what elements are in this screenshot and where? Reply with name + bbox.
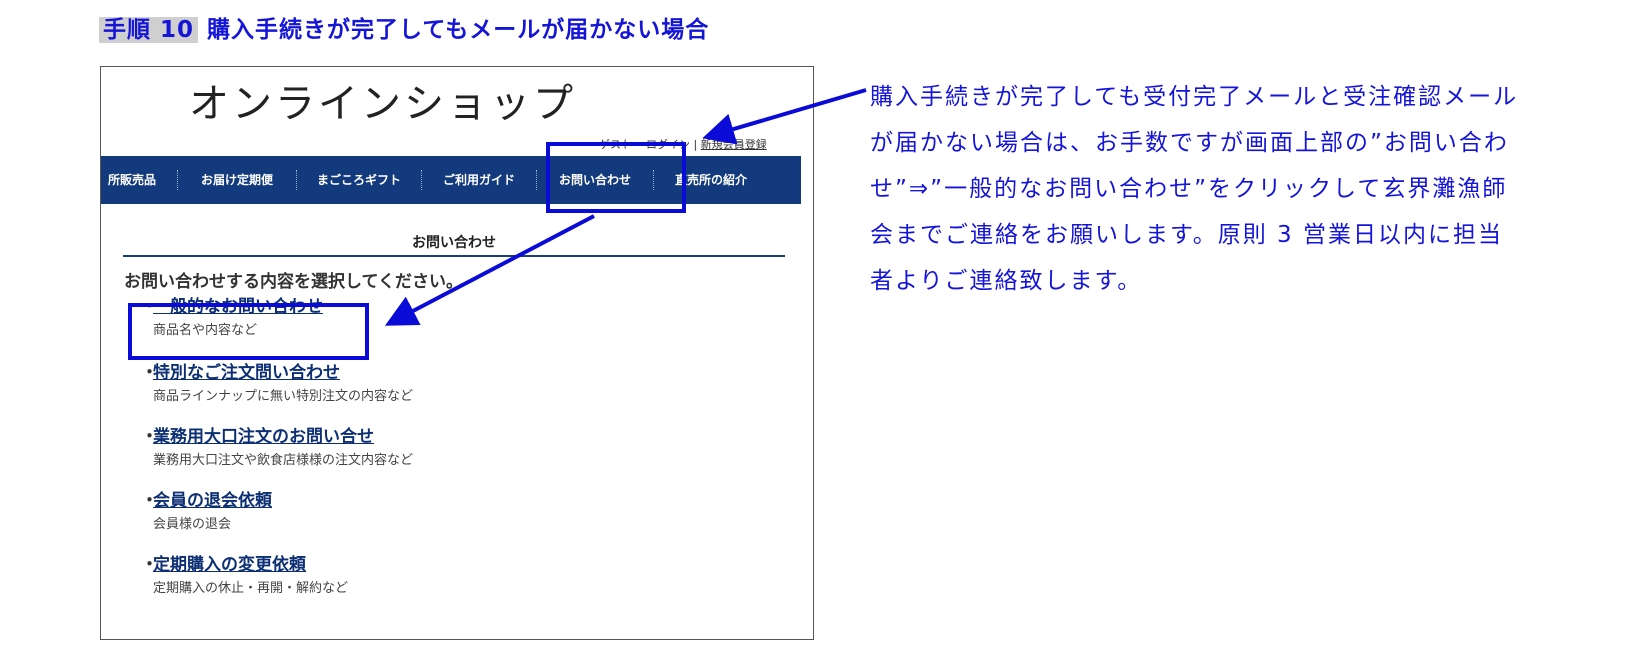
highlight-general-inquiry (128, 303, 369, 360)
inquiry-link-withdraw[interactable]: 会員の退会依頼 (141, 486, 461, 511)
inquiry-item-general: 一般的なお問い合わせ 商品名や内容など (141, 292, 461, 338)
inquiry-desc-special-order: 商品ラインナップに無い特別注文の内容など (153, 389, 414, 404)
inquiry-item-subscription-change: 定期購入の変更依頼 定期購入の休止・再開・解約など (141, 550, 461, 596)
inquiry-item-bulk-order: 業務用大口注文のお問い合せ 業務用大口注文や飲食店様様の注文内容など (141, 422, 461, 468)
nav-item-contact[interactable]: お問い合わせ (537, 170, 654, 190)
shop-screenshot: オンラインショップ ゲスト ログイン | 新規会員登録 所販売品 お届け定期便 … (100, 66, 814, 640)
inquiry-link-bulk-order[interactable]: 業務用大口注文のお問い合せ (141, 422, 461, 447)
instruction-callout: 購入手続きが完了しても受付完了メールと受注確認メールが届かない場合は、お手数です… (870, 84, 1519, 294)
highlight-contact-nav (546, 142, 686, 213)
nav-item-guide[interactable]: ご利用ガイド (422, 170, 537, 190)
nav-item-subscription[interactable]: お届け定期便 (178, 170, 297, 190)
inquiry-desc-bulk-order: 業務用大口注文や飲食店様様の注文内容など (153, 453, 414, 468)
inquiry-desc-general: 商品名や内容など (153, 323, 258, 338)
inquiry-desc-subscription-change: 定期購入の休止・再開・解約など (153, 581, 349, 596)
contact-section-title: お問い合わせ (123, 232, 785, 257)
main-nav: 所販売品 お届け定期便 まごころギフト ご利用ガイド お問い合わせ 直売所の紹介 (101, 156, 801, 204)
step-number: 手順 10 (99, 17, 199, 43)
contact-instruction: お問い合わせする内容を選択してください。 (124, 272, 463, 292)
user-links-separator: | (693, 138, 698, 151)
inquiry-item-withdraw: 会員の退会依頼 会員様の退会 (141, 486, 461, 532)
step-heading: 手順 10 購入手続きが完了してもメールが届かない場合 (99, 10, 709, 44)
step-title: 購入手続きが完了してもメールが届かない場合 (207, 17, 710, 43)
inquiry-link-subscription-change[interactable]: 定期購入の変更依頼 (141, 550, 461, 575)
nav-item-gift[interactable]: まごころギフト (297, 170, 422, 190)
nav-item-products[interactable]: 所販売品 (101, 170, 178, 190)
shop-logo-title: オンラインショップ (189, 81, 576, 127)
inquiry-item-special-order: 特別なご注文問い合わせ 商品ラインナップに無い特別注文の内容など (141, 358, 461, 404)
inquiry-link-general[interactable]: 一般的なお問い合わせ (141, 292, 461, 317)
register-link[interactable]: 新規会員登録 (700, 138, 767, 151)
nav-item-store-intro[interactable]: 直売所の紹介 (674, 173, 747, 187)
inquiry-link-special-order[interactable]: 特別なご注文問い合わせ (141, 358, 461, 383)
inquiry-desc-withdraw: 会員様の退会 (153, 517, 232, 532)
